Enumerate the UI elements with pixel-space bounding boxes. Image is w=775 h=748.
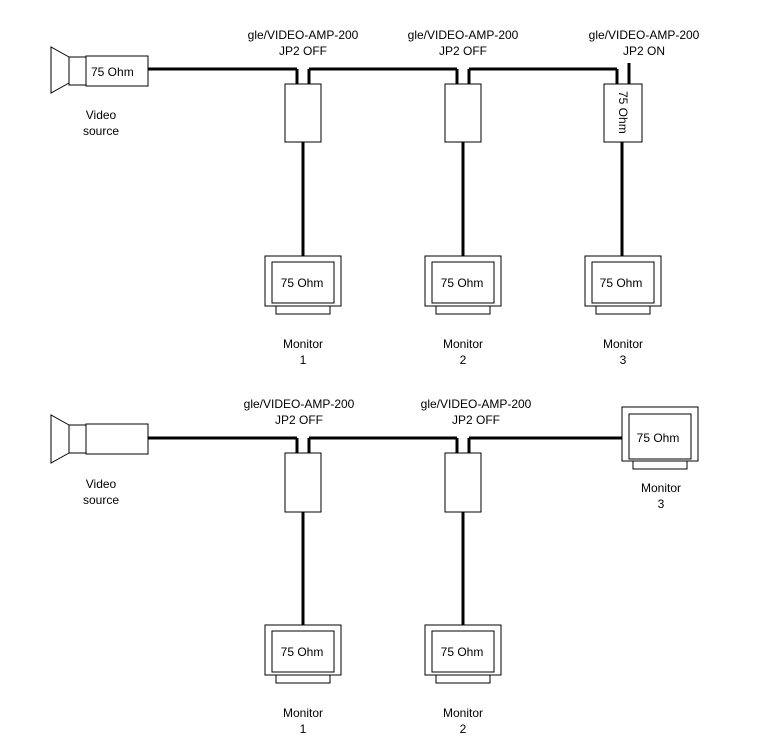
video-source-label-line1: Video	[86, 477, 117, 491]
monitor-resistor-label: 75 Ohm	[281, 276, 324, 290]
amp-jumper-label: JP2 OFF	[275, 413, 323, 427]
monitor-label-line1: Monitor	[283, 337, 323, 351]
diagram-bottom: Video source gle/VIDEO-AMP-200 JP2 OFF g…	[50, 397, 699, 736]
monitor-stand	[632, 460, 688, 470]
monitor-screen	[271, 261, 335, 304]
monitor-label-line2: 1	[300, 353, 307, 367]
amp-jumper-label: JP2 ON	[623, 44, 665, 58]
monitor-bottom-2: 75 Ohm Monitor 2	[424, 624, 502, 736]
video-source-label-line2: source	[83, 124, 119, 138]
monitor-stand	[435, 674, 491, 684]
amp-bottom-1: gle/VIDEO-AMP-200 JP2 OFF	[244, 397, 355, 513]
monitor-top-1: 75 Ohm Monitor 1	[264, 255, 342, 367]
monitor-screen	[431, 630, 495, 673]
amp-resistor-label: 75 Ohm	[616, 91, 630, 134]
amp-box	[284, 83, 322, 143]
monitor-resistor-label: 75 Ohm	[600, 276, 643, 290]
amp-box	[603, 83, 643, 143]
camera-housing	[85, 423, 149, 455]
camera-body	[68, 56, 87, 86]
monitor-resistor-label: 75 Ohm	[637, 431, 680, 445]
monitor-stand	[595, 305, 651, 315]
video-source-top: 75 Ohm Video source	[50, 46, 149, 138]
amp-model-label: gle/VIDEO-AMP-200	[589, 28, 700, 42]
monitor-label-line1: Monitor	[283, 706, 323, 720]
diagram-top: 75 Ohm Video source gle/VIDEO-AMP-200 JP…	[50, 28, 700, 367]
amp-model-label: gle/VIDEO-AMP-200	[244, 397, 355, 411]
camera-lens-icon	[50, 414, 70, 464]
amp-jumper-label: JP2 OFF	[279, 44, 327, 58]
amp-bottom-2: gle/VIDEO-AMP-200 JP2 OFF	[421, 397, 532, 513]
monitor-top-3: 75 Ohm Monitor 3	[584, 255, 662, 367]
source-resistor-box	[85, 55, 149, 87]
amp-model-label: gle/VIDEO-AMP-200	[408, 28, 519, 42]
monitor-screen	[271, 630, 335, 673]
cables-bottom	[148, 436, 622, 625]
amp-box	[284, 452, 322, 513]
monitor-label-line2: 3	[620, 353, 627, 367]
monitor-label-line1: Monitor	[603, 337, 643, 351]
monitor-bottom-3: 75 Ohm Monitor 3	[621, 406, 699, 511]
video-source-bottom: Video source	[50, 414, 149, 507]
amp-box	[444, 452, 482, 513]
monitor-label-line1: Monitor	[443, 337, 483, 351]
video-source-label-line2: source	[83, 493, 119, 507]
source-resistor-label: 75 Ohm	[91, 65, 134, 79]
video-source-label-line1: Video	[86, 108, 117, 122]
amp-jumper-label: JP2 OFF	[452, 413, 500, 427]
monitor-resistor-label: 75 Ohm	[281, 645, 324, 659]
monitor-bottom-1: 75 Ohm Monitor 1	[264, 624, 342, 736]
monitor-stand	[275, 305, 331, 315]
amp-top-3: gle/VIDEO-AMP-200 JP2 ON 75 Ohm	[589, 28, 700, 143]
monitor-screen	[431, 261, 495, 304]
camera-lens-icon	[50, 46, 70, 94]
camera-body	[68, 424, 87, 454]
amp-jumper-label: JP2 OFF	[439, 44, 487, 58]
monitor-label-line2: 2	[460, 722, 467, 736]
cables-top	[148, 63, 631, 256]
monitor-label-line2: 3	[658, 497, 665, 511]
monitor-resistor-label: 75 Ohm	[441, 276, 484, 290]
monitor-stand	[275, 674, 331, 684]
monitor-label-line1: Monitor	[641, 481, 681, 495]
monitor-label-line2: 1	[300, 722, 307, 736]
amp-top-1: gle/VIDEO-AMP-200 JP2 OFF	[248, 28, 359, 143]
monitor-screen	[628, 413, 692, 460]
monitor-screen	[591, 261, 655, 304]
monitor-stand	[435, 305, 491, 315]
monitor-label-line1: Monitor	[443, 706, 483, 720]
amp-top-2: gle/VIDEO-AMP-200 JP2 OFF	[408, 28, 519, 143]
amp-model-label: gle/VIDEO-AMP-200	[421, 397, 532, 411]
monitor-label-line2: 2	[460, 353, 467, 367]
amp-box	[444, 83, 482, 143]
amp-model-label: gle/VIDEO-AMP-200	[248, 28, 359, 42]
monitor-top-2: 75 Ohm Monitor 2	[424, 255, 502, 367]
monitor-resistor-label: 75 Ohm	[441, 645, 484, 659]
